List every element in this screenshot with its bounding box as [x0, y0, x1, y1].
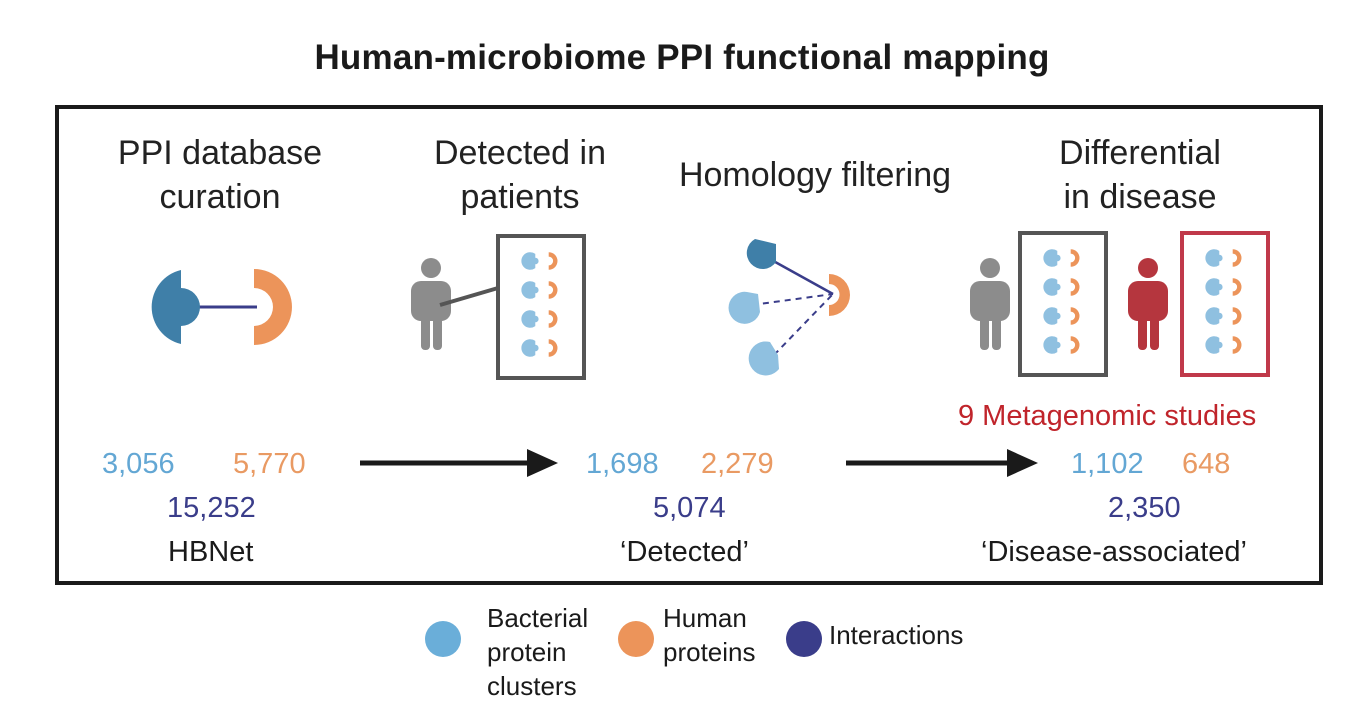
- bacterial-legend-line-3: clusters: [487, 671, 577, 701]
- bacterial-protein-light-icon: [748, 341, 779, 376]
- interactions-legend-dot: [786, 621, 822, 657]
- stage-3-title-line-1: Homology filtering: [678, 156, 952, 194]
- disease-label: ‘Disease-associated’: [981, 536, 1247, 568]
- stage-4-title-line-1: Differential: [1059, 134, 1221, 172]
- bacterial-protein-light-icon: [728, 291, 760, 324]
- bacterial-legend-dot: [425, 621, 461, 657]
- sample-pairs: [521, 252, 558, 357]
- bacterial-protein-icon: [151, 270, 200, 344]
- human-legend-label: Human proteins: [663, 601, 756, 669]
- healthy-sample-pairs: [1043, 249, 1080, 354]
- bacterial-legend-label: Bacterial protein clusters: [487, 601, 588, 703]
- stage-2-title: Detected in patients: [395, 131, 645, 219]
- arrow-2: [846, 449, 1038, 477]
- human-protein-icon: [254, 269, 292, 345]
- interactions-legend-label: Interactions: [829, 618, 963, 652]
- arrow-1: [360, 449, 558, 477]
- stage-3-title: Homology filtering: [640, 153, 990, 197]
- stage-2-title-line-2: patients: [460, 178, 580, 216]
- human-legend-line-1: Human: [663, 603, 747, 633]
- human-protein-icon: [829, 274, 850, 316]
- patient-sample-box: [1180, 231, 1270, 377]
- hbnet-label: HBNet: [168, 536, 254, 568]
- detected-interaction-count: 5,074: [653, 492, 726, 524]
- ppi-pair-icon: [151, 269, 292, 345]
- stage-4-title: Differential in disease: [1010, 131, 1270, 219]
- solid-interaction-line: [767, 256, 834, 296]
- bacterial-legend-line-1: Bacterial: [487, 603, 589, 633]
- homology-filter-icon: [728, 239, 850, 376]
- stage-4-title-line-2: in disease: [1063, 178, 1217, 216]
- interactions-legend-line-1: Interactions: [829, 620, 964, 650]
- hbnet-bacterial-count: 3,056: [102, 448, 175, 480]
- hbnet-interaction-count: 15,252: [167, 492, 256, 524]
- dashed-interaction-line: [751, 293, 834, 306]
- person-icon: [411, 258, 451, 350]
- pipeline-frame: [55, 105, 1323, 585]
- stage-1-title: PPI database curation: [85, 131, 355, 219]
- sample-box: [496, 234, 586, 380]
- human-legend-line-2: proteins: [663, 637, 756, 667]
- sampling-line: [439, 286, 499, 307]
- differential-disease-icon: [970, 231, 1270, 377]
- patient-sample-pairs: [1205, 249, 1242, 354]
- hbnet-human-count: 5,770: [233, 448, 306, 480]
- disease-bacterial-count: 1,102: [1071, 448, 1144, 480]
- detected-label: ‘Detected’: [620, 536, 749, 568]
- stage-1-title-line-2: curation: [159, 178, 281, 216]
- detected-bacterial-count: 1,698: [586, 448, 659, 480]
- human-legend-dot: [618, 621, 654, 657]
- dashed-interaction-line: [773, 293, 834, 356]
- disease-human-count: 648: [1182, 448, 1231, 480]
- detected-human-count: 2,279: [701, 448, 774, 480]
- stage-1-title-line-1: PPI database: [117, 134, 323, 172]
- stage-2-title-line-1: Detected in: [434, 134, 606, 172]
- disease-interaction-count: 2,350: [1108, 492, 1181, 524]
- bacterial-protein-dark-icon: [746, 239, 776, 269]
- studies-label: 9 Metagenomic studies: [958, 400, 1257, 432]
- patient-sample-icon: [411, 234, 586, 380]
- healthy-sample-box: [1018, 231, 1108, 377]
- healthy-person-icon: [970, 258, 1010, 350]
- bacterial-legend-line-2: protein: [487, 637, 567, 667]
- figure-title: Human-microbiome PPI functional mapping: [314, 38, 1050, 77]
- patient-person-icon: [1128, 258, 1168, 350]
